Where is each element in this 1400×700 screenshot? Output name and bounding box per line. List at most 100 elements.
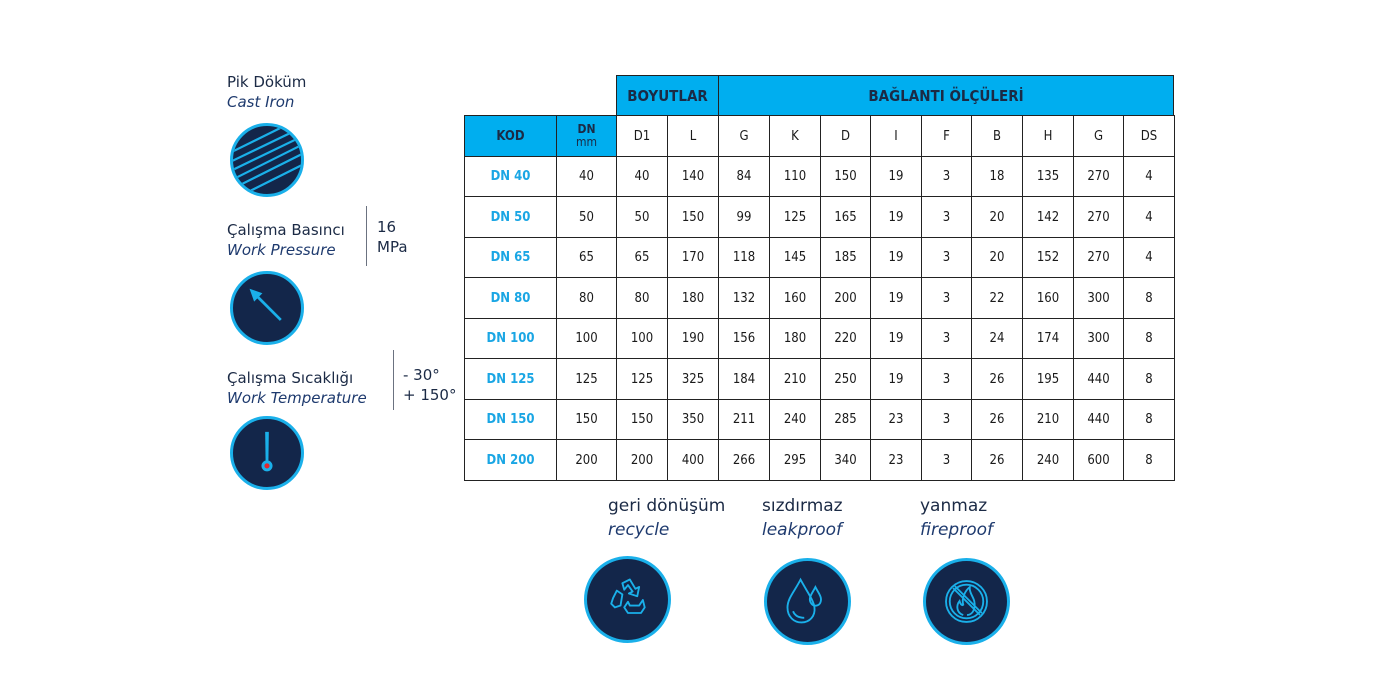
table-cell: 135 xyxy=(1022,156,1074,197)
group-header-dimensions: BOYUTLAR xyxy=(616,75,719,116)
table-cell: 99 xyxy=(718,196,770,238)
table-cell: 150 xyxy=(556,399,617,440)
table-cell: 50 xyxy=(556,196,617,238)
table-cell: 145 xyxy=(769,237,821,278)
pressure-divider xyxy=(366,206,367,266)
table-cell: 300 xyxy=(1073,277,1124,319)
column-header-l: L xyxy=(667,115,719,157)
table-cell: 240 xyxy=(1022,439,1074,481)
table-cell: 3 xyxy=(921,318,972,359)
table-cell: 65 xyxy=(616,237,668,278)
table-cell: 65 xyxy=(556,237,617,278)
table-cell: 19 xyxy=(870,237,922,278)
table-cell: 200 xyxy=(820,277,871,319)
feature-fireproof-en: fireproof xyxy=(920,520,993,540)
cell-kod: DN 150 xyxy=(464,399,557,440)
table-cell: 325 xyxy=(667,358,719,400)
table-cell: 266 xyxy=(718,439,770,481)
table-cell: 3 xyxy=(921,237,972,278)
table-cell: 110 xyxy=(769,156,821,197)
table-cell: 26 xyxy=(971,358,1023,400)
table-cell: 19 xyxy=(870,318,922,359)
table-cell: 440 xyxy=(1073,399,1124,440)
table-cell: 8 xyxy=(1123,318,1175,359)
column-header-g-7: G xyxy=(1073,115,1124,157)
cell-kod: DN 40 xyxy=(464,156,557,197)
table-cell: 270 xyxy=(1073,237,1124,278)
column-header-kod: KOD xyxy=(464,115,557,157)
column-header-g-0: G xyxy=(718,115,770,157)
table-cell: 26 xyxy=(971,399,1023,440)
table-cell: 40 xyxy=(556,156,617,197)
table-cell: 440 xyxy=(1073,358,1124,400)
table-cell: 142 xyxy=(1022,196,1074,238)
table-cell: 180 xyxy=(667,277,719,319)
column-header-d-2: D xyxy=(820,115,871,157)
table-cell: 80 xyxy=(556,277,617,319)
column-header-h-6: H xyxy=(1022,115,1074,157)
table-cell: 350 xyxy=(667,399,719,440)
column-header-d1: D1 xyxy=(616,115,668,157)
table-cell: 80 xyxy=(616,277,668,319)
table-cell: 210 xyxy=(769,358,821,400)
table-cell: 160 xyxy=(1022,277,1074,319)
table-cell: 340 xyxy=(820,439,871,481)
table-cell: 250 xyxy=(820,358,871,400)
table-cell: 211 xyxy=(718,399,770,440)
pressure-gauge-icon xyxy=(230,271,304,345)
table-cell: 8 xyxy=(1123,358,1175,400)
table-cell: 20 xyxy=(971,237,1023,278)
temperature-divider xyxy=(393,350,394,410)
table-cell: 3 xyxy=(921,439,972,481)
table-cell: 180 xyxy=(769,318,821,359)
table-cell: 8 xyxy=(1123,439,1175,481)
feature-leakproof-en: leakproof xyxy=(762,520,843,540)
table-cell: 174 xyxy=(1022,318,1074,359)
cell-kod: DN 80 xyxy=(464,277,557,319)
thermometer-icon xyxy=(230,416,304,490)
table-cell: 4 xyxy=(1123,196,1175,238)
table-cell: 3 xyxy=(921,277,972,319)
column-header-dn: DN mm xyxy=(556,115,617,157)
table-cell: 24 xyxy=(971,318,1023,359)
table-cell: 295 xyxy=(769,439,821,481)
table-cell: 4 xyxy=(1123,156,1175,197)
column-header-dn-line1: DN xyxy=(577,122,596,136)
cell-kod: DN 65 xyxy=(464,237,557,278)
table-cell: 150 xyxy=(820,156,871,197)
table-cell: 125 xyxy=(616,358,668,400)
table-cell: 600 xyxy=(1073,439,1124,481)
table-cell: 4 xyxy=(1123,237,1175,278)
table-cell: 23 xyxy=(870,399,922,440)
table-cell: 40 xyxy=(616,156,668,197)
temperature-min: - 30° xyxy=(403,366,440,384)
column-header-dn-unit: mm xyxy=(575,135,598,149)
water-drop-icon xyxy=(764,558,851,645)
table-cell: 195 xyxy=(1022,358,1074,400)
table-cell: 100 xyxy=(616,318,668,359)
table-cell: 210 xyxy=(1022,399,1074,440)
table-cell: 400 xyxy=(667,439,719,481)
table-cell: 20 xyxy=(971,196,1023,238)
table-cell: 156 xyxy=(718,318,770,359)
pressure-label-en: Work Pressure xyxy=(227,241,336,259)
column-header-ds-8: DS xyxy=(1123,115,1175,157)
table-cell: 8 xyxy=(1123,399,1175,440)
temperature-label-tr: Çalışma Sıcaklığı xyxy=(227,369,354,387)
table-cell: 185 xyxy=(820,237,871,278)
pressure-value: 16 xyxy=(377,218,397,236)
table-cell: 84 xyxy=(718,156,770,197)
table-cell: 125 xyxy=(556,358,617,400)
table-cell: 100 xyxy=(556,318,617,359)
table-cell: 150 xyxy=(667,196,719,238)
cell-kod: DN 100 xyxy=(464,318,557,359)
table-cell: 19 xyxy=(870,196,922,238)
table-cell: 3 xyxy=(921,156,972,197)
cell-kod: DN 200 xyxy=(464,439,557,481)
table-cell: 165 xyxy=(820,196,871,238)
table-cell: 152 xyxy=(1022,237,1074,278)
feature-leakproof-tr: sızdırmaz xyxy=(762,496,843,516)
group-header-connection: BAĞLANTI ÖLÇÜLERİ xyxy=(718,75,1174,116)
table-cell: 19 xyxy=(870,277,922,319)
table-cell: 3 xyxy=(921,196,972,238)
